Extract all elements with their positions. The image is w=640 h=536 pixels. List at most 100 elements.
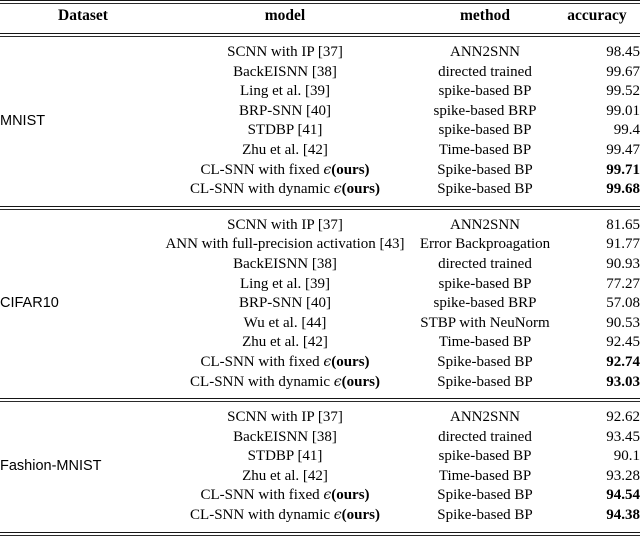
method-cell: directed trained [438,63,532,80]
method-cell: spike-based BP [438,122,532,139]
method-cell: spike-based BP [438,83,532,100]
model-cell: ANN with full-precision activation [43] [165,236,405,253]
epsilon-symbol: ϵ [333,373,342,390]
table-row: Zhu et al. [42] Time-based BP 99.47 [0,141,640,161]
table-row: CL-SNN with dynamic ϵ(ours)Spike-based B… [0,180,640,200]
accuracy-cell: 57.08 [606,295,640,312]
accuracy-cell: 93.45 [606,428,640,445]
method-cell: spike-based BP [438,275,532,292]
model-cell: CL-SNN with dynamic ϵ(ours) [190,373,380,390]
table-row: BRP-SNN [40] spike-based BRP 57.08 [0,294,640,314]
table-row: BackEISNN [38] directed trained 93.45 [0,428,640,448]
method-cell: Error Backproagation [419,236,551,253]
model-cell: CL-SNN with dynamic ϵ(ours) [190,507,380,524]
table-row: CL-SNN with dynamic ϵ(ours) Spike-based B… [0,373,640,393]
model-cell: Zhu et al. [42] [242,334,328,351]
method-cell: Time-based BP [438,467,532,484]
model-cell: BRP-SNN [40] [238,295,332,312]
dataset-label: Fashion-MNIST [0,458,102,475]
method-cell: spike-based BP [438,448,532,465]
section-rule-fashion-mnist [0,398,640,403]
header-method: method [460,7,510,24]
method-cell: directed trained [438,428,532,445]
accuracy-cell: 99.01 [606,102,640,119]
model-cell: Ling et al. [39] [240,83,330,100]
method-cell: Time-based BP [438,141,532,158]
method-cell: Spike-based BP [437,507,533,524]
method-cell: Spike-based BP [437,161,533,178]
accuracy-cell: 77.27 [606,275,640,292]
accuracy-cell: 94.54 [606,487,640,504]
top-rule [0,0,640,4]
method-cell: Spike-based BP [437,181,533,198]
method-cell: spike-based BRP [433,102,537,119]
ours-label: (ours) [331,161,370,178]
model-cell: CL-SNN with fixed ϵ(ours) [200,487,370,504]
model-cell: BRP-SNN [40] [238,102,332,119]
section-rule-mnist [0,33,640,37]
accuracy-cell: 98.45 [606,44,640,60]
accuracy-cell: 90.1 [613,448,640,465]
method-cell: Spike-based BP [437,487,533,504]
model-cell: SCNN with IP [37] [227,44,343,60]
model-cell: CL-SNN with fixed ϵ(ours) [200,353,370,370]
model-cell: SCNN with IP [37] [227,409,343,426]
epsilon-symbol: ϵ [323,161,332,178]
accuracy-cell: 99.4 [613,122,640,139]
method-cell: ANN2SNN [449,216,520,233]
dataset-label: CIFAR10 [0,295,59,312]
epsilon-symbol: ϵ [333,507,342,524]
accuracy-cell: 99.67 [606,63,640,80]
model-cell: SCNN with IP [37] [227,216,343,233]
accuracy-cell: 99.71 [606,161,640,178]
epsilon-symbol: ϵ [323,487,332,504]
model-cell: Zhu et al. [42] [242,141,328,158]
section-rule-cifar10 [0,205,640,210]
accuracy-cell: 81.65 [606,216,640,233]
ours-label: (ours) [341,507,380,524]
accuracy-cell: 93.03 [606,373,640,390]
method-cell: ANN2SNN [449,409,520,426]
model-cell: Ling et al. [39] [240,275,330,292]
table-row: CIFAR10 SCNN with IP [37] ANN2SNN 81.65 [0,216,640,311]
table-header: Dataset model method accuracy [0,0,640,33]
model-cell: BackEISNN [38] [233,255,337,272]
method-cell: ANN2SNN [449,44,520,60]
accuracy-cell: 90.93 [606,255,640,272]
model-cell: BackEISNN [38] [233,428,337,445]
table-row: BRP-SNN [40] spike-based BRP 99.01 [0,102,640,122]
accuracy-cell: 99.47 [606,141,640,158]
ours-label: (ours) [341,373,380,390]
method-cell: Spike-based BP [437,353,533,370]
accuracy-cell: 99.68 [606,181,640,198]
table-row: BackEISNN [38] directed trained 90.93 [0,255,640,275]
method-cell: Spike-based BP [437,373,533,390]
method-cell: spike-based BRP [433,295,537,312]
accuracy-cell: 92.74 [606,353,640,370]
accuracy-cell: 93.28 [606,467,640,484]
method-cell: directed trained [438,255,532,272]
epsilon-symbol: ϵ [323,353,332,370]
table-row: STDBP [41] spike-based BP 99.4 [0,121,640,141]
epsilon-symbol: ϵ [333,181,342,198]
header-dataset: Dataset [58,7,108,24]
dataset-label: MNIST [0,112,46,129]
ours-label: (ours) [341,181,380,198]
table-row: Ling et al. [39] spike-based BP 77.27 [0,275,640,295]
accuracy-cell: 99.52 [606,83,640,100]
table-row: ANN with full-precision activation [43] E… [0,235,640,255]
model-cell: STDBP [41] [247,122,323,139]
accuracy-cell: 94.38 [606,507,640,524]
table-row: Ling et al. [39] spike-based BP 99.52 [0,82,640,102]
accuracy-cell: 92.45 [606,334,640,351]
ours-label: (ours) [331,353,370,370]
model-cell: STDBP [41] [247,448,323,465]
accuracy-cell: 90.53 [606,314,640,331]
